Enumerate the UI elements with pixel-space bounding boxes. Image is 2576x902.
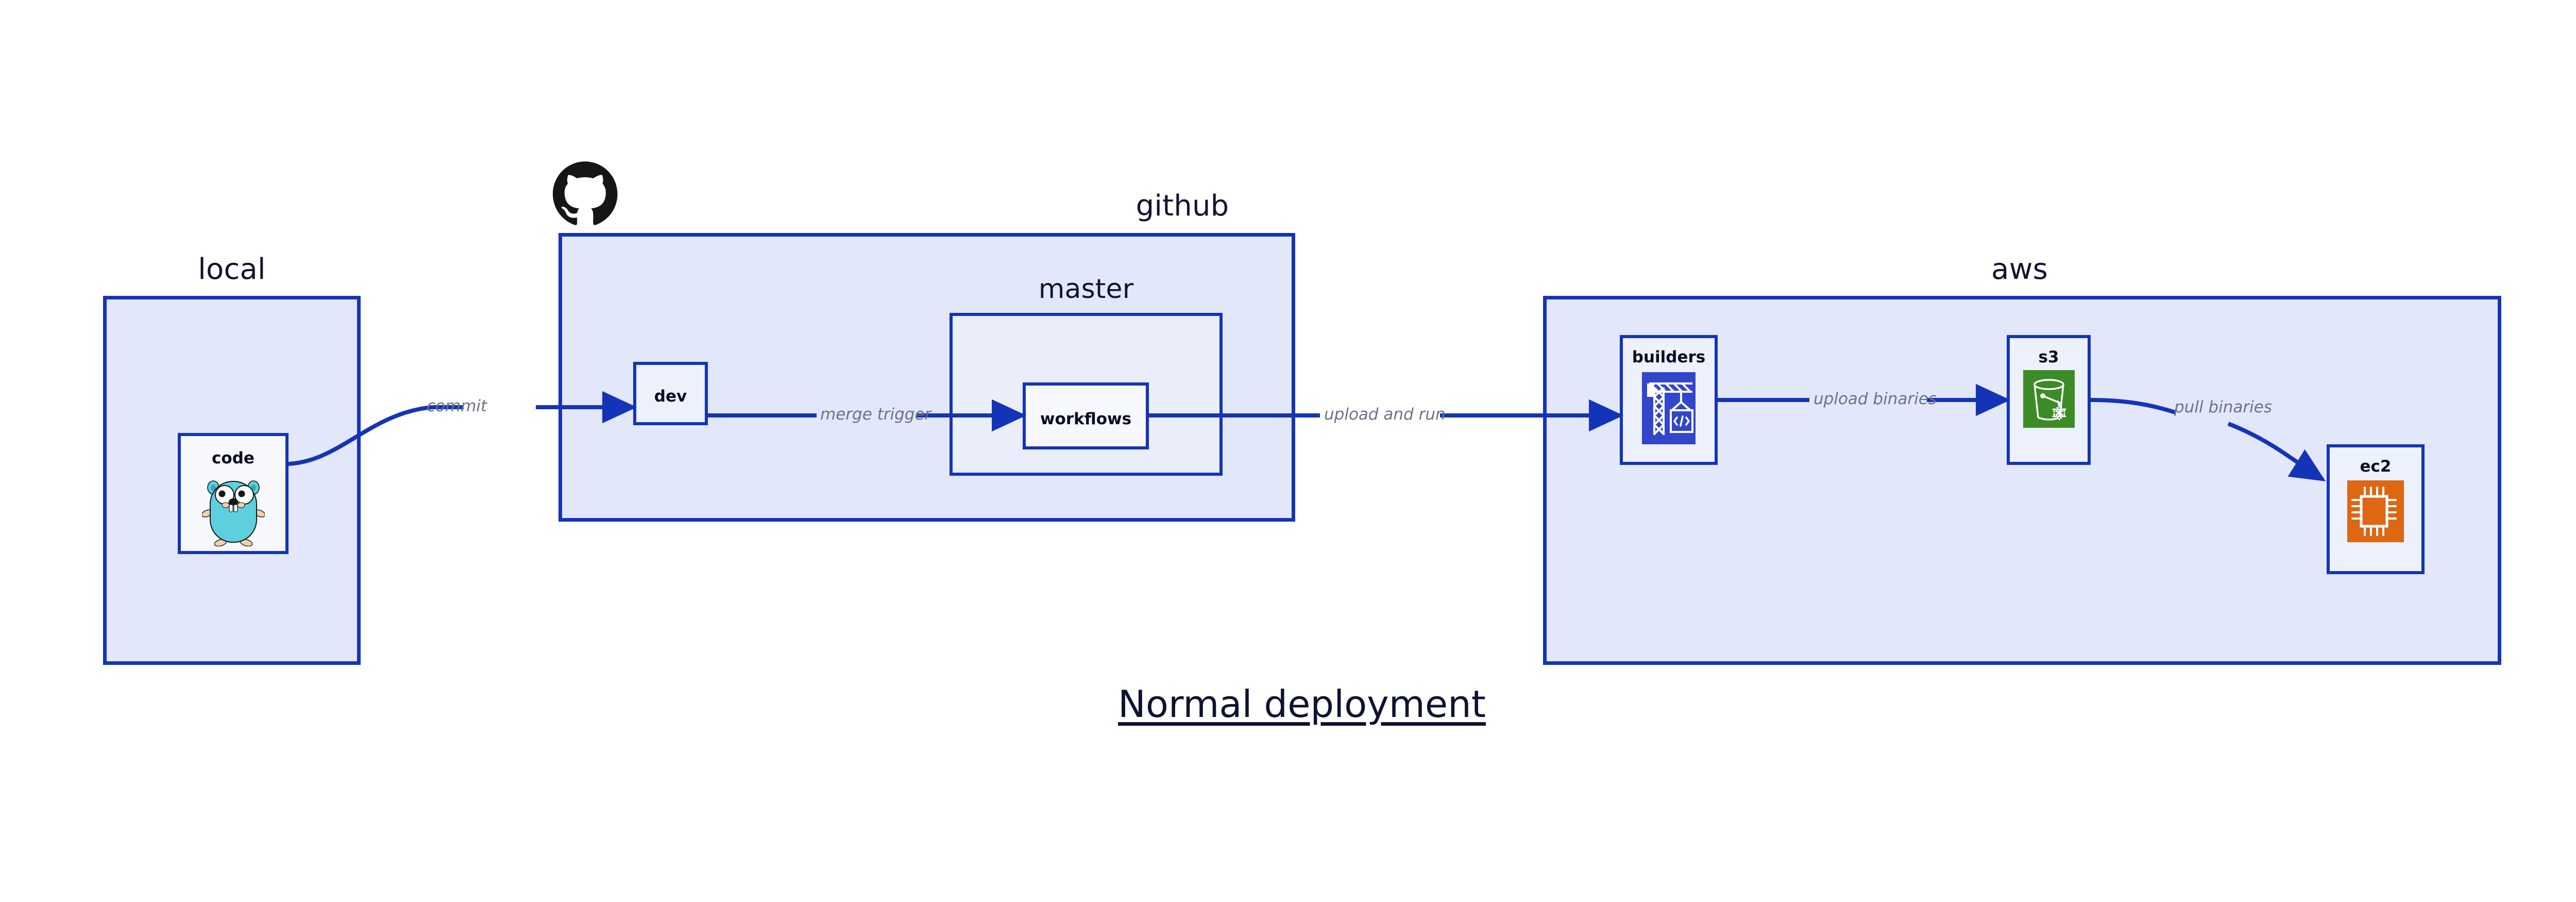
- go-gopher-icon: [201, 480, 265, 546]
- edge-label-pull-binaries: pull binaries: [2174, 398, 2272, 416]
- node-ec2-label: ec2: [2360, 457, 2392, 476]
- edge-label-merge-trigger: merge trigger: [820, 405, 931, 424]
- node-dev[interactable]: dev: [633, 362, 708, 425]
- node-s3-label: s3: [2038, 348, 2059, 366]
- s3-bucket-icon: [2023, 370, 2075, 428]
- diagram-title: Normal deployment: [1117, 682, 1486, 726]
- node-builders[interactable]: builders: [1620, 335, 1718, 465]
- group-github-label: github: [1136, 189, 1229, 223]
- edge-label-commit: commit: [427, 397, 487, 415]
- node-s3[interactable]: s3: [2007, 335, 2091, 465]
- node-workflows-label: workflows: [1040, 410, 1132, 428]
- node-dev-label: dev: [654, 387, 687, 406]
- crane-code-icon: [1642, 372, 1696, 444]
- node-builders-label: builders: [1632, 348, 1706, 366]
- edge-label-upload-binaries: upload binaries: [1814, 390, 1937, 408]
- cpu-chip-icon: [2347, 480, 2404, 542]
- node-ec2[interactable]: ec2: [2327, 444, 2425, 574]
- node-code-label: code: [212, 449, 255, 467]
- edge-label-upload-and-run: upload and run: [1324, 405, 1446, 424]
- group-aws-label: aws: [1991, 253, 2048, 286]
- github-octocat-icon: [553, 161, 618, 225]
- node-workflows[interactable]: workflows: [1023, 382, 1149, 449]
- group-local-label: local: [198, 253, 266, 286]
- node-code[interactable]: code: [178, 433, 289, 554]
- group-master-label: master: [1038, 274, 1134, 305]
